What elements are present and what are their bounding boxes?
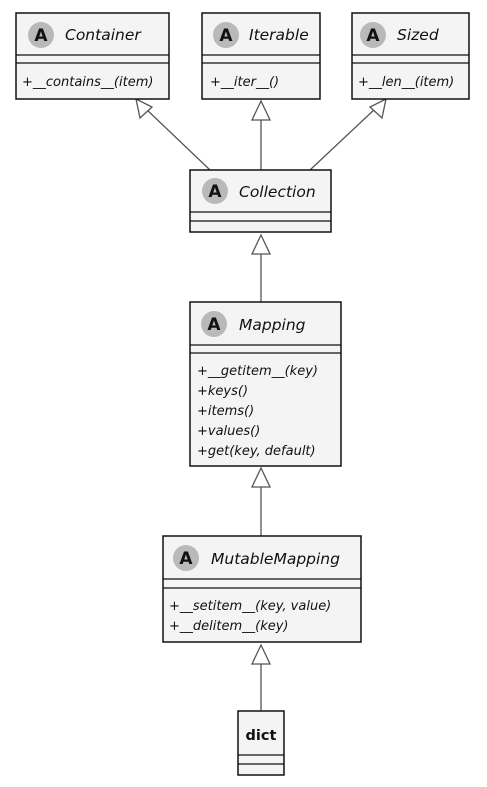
inheritance-edges	[135, 97, 387, 711]
method: +items()	[197, 404, 254, 419]
arrowhead-mutablemapping	[250, 643, 272, 665]
method: +__len__(item)	[358, 75, 454, 90]
abstract-badge-letter: A	[179, 549, 193, 569]
method: +__iter__()	[210, 75, 279, 90]
class-name: Sized	[397, 26, 439, 44]
abstract-badge-letter: A	[207, 315, 221, 335]
abstract-badge-letter: A	[34, 26, 48, 46]
abstract-badge-icon	[173, 545, 199, 571]
abstract-badge-icon	[201, 311, 227, 337]
class-collection: A Collection	[189, 169, 332, 233]
edge-collection-to-sized	[309, 107, 377, 171]
method: +keys()	[197, 384, 248, 399]
class-sized: A Sized +__len__(item)	[351, 12, 470, 100]
class-name: Mapping	[239, 316, 306, 334]
abstract-badge-icon	[213, 22, 239, 48]
class-container: A Container +__contains__(item)	[15, 12, 170, 100]
edge-collection-to-container	[144, 107, 211, 171]
abstract-badge-letter: A	[208, 182, 222, 202]
arrowhead-iterable	[250, 99, 272, 121]
abstract-badge-letter: A	[366, 26, 380, 46]
abstract-badge-icon	[360, 22, 386, 48]
method: +__contains__(item)	[22, 75, 153, 90]
method: +values()	[197, 424, 260, 439]
class-name: Container	[65, 26, 142, 44]
method: +__setitem__(key, value)	[169, 599, 331, 614]
arrowhead-container	[135, 97, 154, 120]
class-name: MutableMapping	[211, 550, 340, 568]
method: +__getitem__(key)	[197, 364, 318, 379]
class-mapping: A Mapping +__getitem__(key) +keys() +ite…	[189, 301, 342, 467]
abstract-badge-icon	[28, 22, 54, 48]
method: +get(key, default)	[197, 444, 316, 459]
class-name: Iterable	[249, 26, 309, 44]
class-name: Collection	[239, 183, 316, 201]
arrowhead-sized	[368, 97, 387, 120]
class-name: dict	[246, 728, 277, 744]
method: +__delitem__(key)	[169, 619, 289, 634]
arrowhead-mapping	[250, 466, 272, 488]
abstract-badge-icon	[202, 178, 228, 204]
class-mutablemapping: A MutableMapping +__setitem__(key, value…	[162, 535, 362, 643]
class-dict: dict	[237, 710, 285, 776]
class-iterable: A Iterable +__iter__()	[201, 12, 321, 100]
arrowhead-collection	[250, 233, 272, 255]
abstract-badge-letter: A	[219, 26, 233, 46]
